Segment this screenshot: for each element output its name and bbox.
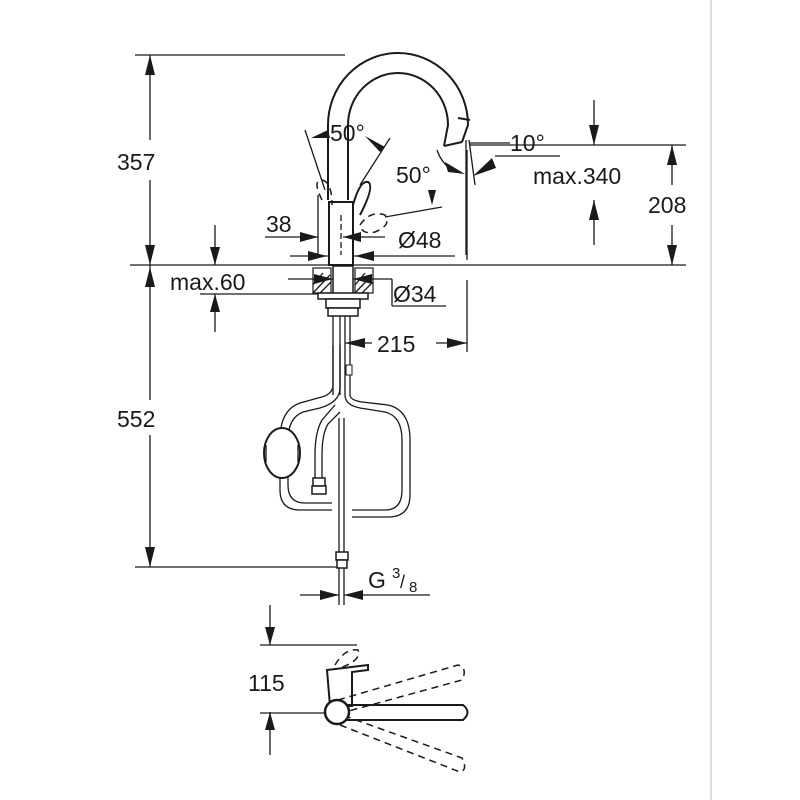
dim-215-label: 215: [377, 331, 415, 357]
dimension-max-340: max.340: [533, 100, 621, 245]
dimension-38-48: 38 Ø48: [265, 195, 455, 261]
top-view: 115: [248, 605, 469, 773]
angle-10: 10°: [436, 130, 560, 176]
dim-34-label: Ø34: [393, 281, 437, 307]
dim-38-label: 38: [266, 211, 292, 237]
svg-text:/: /: [400, 572, 405, 592]
dimension-g38: G 3 / 8: [300, 565, 430, 600]
reference-lines: [130, 54, 686, 568]
angle-50-right-label: 50°: [396, 162, 431, 188]
max-60-label: max.60: [170, 269, 245, 295]
dimension-357: 357: [117, 55, 155, 265]
angle-10-label: 10°: [510, 130, 545, 156]
dimension-215: 215: [345, 331, 467, 357]
dim-48-label: Ø48: [398, 227, 441, 253]
max-340-label: max.340: [533, 163, 621, 189]
g-fraction-denominator: 8: [409, 579, 417, 596]
dimension-552: 552: [117, 265, 155, 567]
hoses: [263, 316, 411, 605]
g-fraction-numerator: 3: [392, 565, 400, 582]
lever: 50° 50°: [304, 120, 443, 266]
dimension-208: 208: [648, 145, 686, 265]
dim-357-label: 357: [117, 149, 155, 175]
angle-50-left-label: 50°: [330, 120, 365, 146]
hose-weight: [263, 427, 301, 479]
dim-115-label: 115: [248, 670, 285, 696]
g-label: G: [368, 567, 386, 593]
dimension-60-34: max.60 Ø34: [170, 225, 446, 332]
dim-552-label: 552: [117, 406, 155, 432]
spout: [327, 52, 476, 255]
dim-208-label: 208: [648, 192, 686, 218]
deck-mount: [312, 265, 374, 317]
